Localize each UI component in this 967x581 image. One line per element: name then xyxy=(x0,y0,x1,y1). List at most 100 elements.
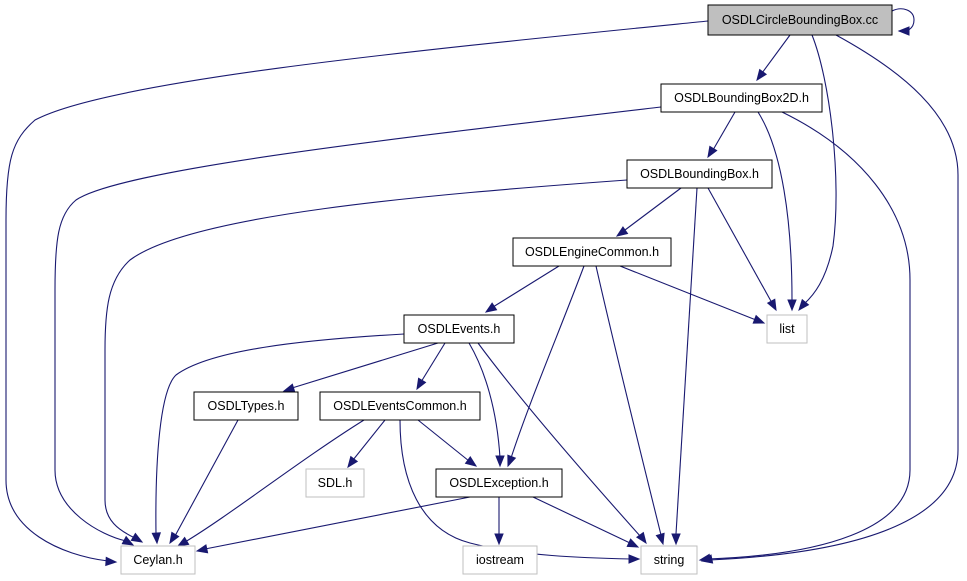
edge-evcommon-to-string xyxy=(399,419,641,564)
edge-arrowhead xyxy=(130,532,144,543)
node-label: Ceylan.h xyxy=(133,553,182,567)
edge-line xyxy=(104,179,628,539)
edge-arrowhead xyxy=(671,533,681,546)
edge-evcommon-to-sdl xyxy=(347,419,386,469)
edge-line xyxy=(510,265,585,459)
edge-line xyxy=(184,419,365,543)
edge-line xyxy=(417,419,470,462)
edge-arrowhead xyxy=(507,454,517,468)
edge-line xyxy=(624,187,682,231)
edge-bb-to-string xyxy=(671,187,698,546)
edge-arrowhead xyxy=(655,532,665,546)
nodes-layer: OSDLCircleBoundingBox.cc OSDLBoundingBox… xyxy=(120,4,893,575)
node-label: iostream xyxy=(476,553,524,567)
node-label: OSDLCircleBoundingBox.cc xyxy=(722,13,878,27)
edge-arrowhead xyxy=(464,455,478,467)
edge-bb2d-to-bb xyxy=(707,111,736,159)
edge-bb2d-to-list xyxy=(757,111,797,312)
edge-bb-to-ceylan xyxy=(104,179,628,543)
edge-evcommon-to-ceylan xyxy=(176,419,365,547)
edge-arrowhead xyxy=(176,536,190,547)
node-label: OSDLEventsCommon.h xyxy=(333,399,466,413)
edge-arrowhead xyxy=(494,533,504,546)
edge-events-to-types xyxy=(282,342,439,393)
edge-exception-to-iostream xyxy=(494,497,504,546)
edge-line xyxy=(291,342,439,389)
edge-exception-to-string xyxy=(532,496,640,548)
edge-arrowhead xyxy=(151,532,161,545)
edge-line xyxy=(174,419,239,537)
node-string[interactable]: string xyxy=(640,545,698,575)
edge-line xyxy=(420,342,446,383)
edge-bb2d-to-ceylan xyxy=(54,106,662,546)
node-label: OSDLBoundingBox2D.h xyxy=(674,91,809,105)
node-list[interactable]: list xyxy=(766,314,808,344)
node-osdltypes-h[interactable]: OSDLTypes.h xyxy=(193,391,299,421)
node-osdlenginecommon-h[interactable]: OSDLEngineCommon.h xyxy=(512,237,672,267)
node-label: OSDLEngineCommon.h xyxy=(525,245,659,259)
edge-arrowhead xyxy=(105,556,118,567)
edge-line xyxy=(595,265,662,536)
edge-arrowhead xyxy=(707,145,718,159)
edge-engine-to-events xyxy=(484,265,560,313)
node-label: OSDLEvents.h xyxy=(418,322,501,336)
edge-arrowhead xyxy=(635,531,647,545)
node-label: OSDLBoundingBox.h xyxy=(640,167,759,181)
edge-arrowhead xyxy=(169,531,180,545)
edge-line xyxy=(352,419,386,461)
edge-arrowhead xyxy=(787,299,797,312)
edge-arrowhead xyxy=(766,298,777,312)
edge-line xyxy=(707,187,773,304)
node-label: string xyxy=(654,553,685,567)
edge-types-to-ceylan xyxy=(169,419,239,545)
node-osdleventscommon-h[interactable]: OSDLEventsCommon.h xyxy=(319,391,481,421)
edge-circlebb-to-circlebb xyxy=(891,8,915,36)
edge-arrowhead xyxy=(752,314,766,324)
node-osdlboundingbox-h[interactable]: OSDLBoundingBox.h xyxy=(626,159,773,189)
edges-layer xyxy=(5,8,959,567)
edge-line xyxy=(757,111,793,301)
edge-events-to-evcommon xyxy=(416,342,446,391)
edge-arrowhead xyxy=(347,455,359,469)
node-iostream[interactable]: iostream xyxy=(462,545,538,575)
node-label: list xyxy=(779,322,795,336)
edge-events-to-exception xyxy=(468,342,505,468)
edge-arrowhead xyxy=(798,298,810,312)
node-sdl-h[interactable]: SDL.h xyxy=(305,468,365,498)
node-label: SDL.h xyxy=(318,476,353,490)
edge-line xyxy=(891,8,915,33)
edge-arrowhead xyxy=(282,383,296,393)
edge-arrowhead xyxy=(195,544,209,554)
edge-circlebb-to-ceylan xyxy=(5,20,709,567)
node-label: OSDLTypes.h xyxy=(208,399,285,413)
edge-line xyxy=(761,34,791,74)
edge-evcommon-to-exception xyxy=(417,419,478,467)
edge-bb-to-list xyxy=(707,187,777,312)
edge-bb2d-to-string xyxy=(698,111,911,563)
edge-line xyxy=(155,333,405,536)
edge-line xyxy=(675,187,698,535)
node-osdlexception-h[interactable]: OSDLException.h xyxy=(435,468,563,498)
node-osdlcircleboundingbox-cc[interactable]: OSDLCircleBoundingBox.cc xyxy=(707,4,893,36)
edge-line xyxy=(707,111,911,560)
node-osdlboundingbox2d-h[interactable]: OSDLBoundingBox2D.h xyxy=(660,83,823,113)
edge-line xyxy=(619,265,757,321)
edge-arrowhead xyxy=(628,554,641,564)
edge-line xyxy=(709,34,959,561)
edge-events-to-ceylan xyxy=(151,333,405,545)
edge-arrowhead xyxy=(756,68,768,82)
edge-line xyxy=(803,34,837,305)
edge-arrowhead xyxy=(484,302,498,313)
edge-line xyxy=(532,496,631,544)
edge-arrowhead xyxy=(495,455,505,468)
edge-line xyxy=(399,419,632,560)
edge-arrowhead xyxy=(897,26,910,36)
edge-bb-to-engine xyxy=(615,187,682,237)
node-ceylan-h[interactable]: Ceylan.h xyxy=(120,545,196,575)
edge-line xyxy=(477,342,642,538)
edge-engine-to-list xyxy=(619,265,766,324)
node-osdlevents-h[interactable]: OSDLEvents.h xyxy=(403,314,515,344)
edge-line xyxy=(5,20,709,562)
edge-line xyxy=(204,496,471,550)
